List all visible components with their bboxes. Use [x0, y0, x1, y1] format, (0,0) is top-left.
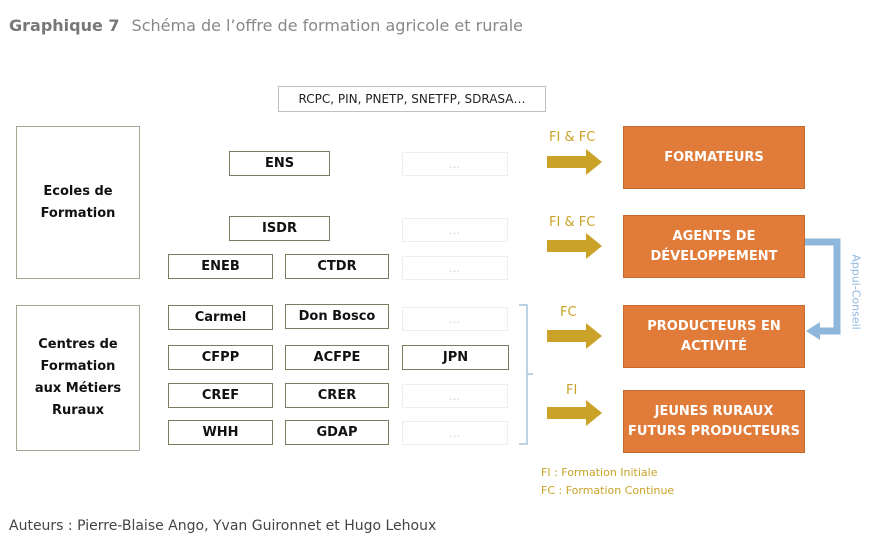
inst-jpn: JPN	[402, 345, 509, 370]
flow-arrow-agents	[547, 233, 602, 259]
standards-box: RCPC, PIN, PNETP, SNETFP, SDRASA…	[278, 86, 546, 112]
inst-cref: CREF	[168, 383, 273, 408]
inst-ens: ENS	[229, 151, 330, 176]
placeholder-box: …	[402, 421, 508, 445]
flow-arrow-jeunes	[547, 400, 602, 426]
inst-don-bosco: Don Bosco	[285, 304, 389, 329]
inst-whh: WHH	[168, 420, 273, 445]
placeholder-box: …	[402, 384, 508, 408]
placeholder-box: …	[402, 256, 508, 280]
flow-arrow-formateurs	[547, 149, 602, 175]
inst-crer: CRER	[285, 383, 389, 408]
flow-label-jeunes: FI	[566, 383, 578, 398]
inst-ctdr: CTDR	[285, 254, 389, 279]
figure-number: Graphique 7	[9, 16, 120, 35]
flow-label-agents: FI & FC	[549, 215, 596, 230]
legend-fi: FI : Formation Initiale	[541, 466, 658, 479]
flow-arrow-producteurs	[547, 323, 602, 349]
inst-cfpp: CFPP	[168, 345, 273, 370]
output-producteurs: PRODUCTEURS EN ACTIVITÉ	[623, 305, 805, 368]
inst-eneb: ENEB	[168, 254, 273, 279]
inst-acfpe: ACFPE	[285, 345, 389, 370]
output-jeunes: JEUNES RURAUX FUTURS PRODUCTEURS	[623, 390, 805, 453]
appui-conseil-label: Appui-Conseil	[849, 254, 863, 330]
figure-title: Schéma de l’offre de formation agricole …	[131, 16, 524, 35]
group-ecoles-de-formation: Ecoles de Formation	[16, 126, 140, 279]
group-centres-de-formation: Centres de Formation aux Métiers Ruraux	[16, 305, 140, 451]
appui-conseil-arrow	[805, 238, 841, 335]
placeholder-box: …	[402, 152, 508, 176]
figure-heading: Graphique 7 Schéma de l’offre de formatio…	[9, 16, 523, 35]
appui-conseil-arrowhead	[806, 322, 820, 340]
placeholder-box: …	[402, 307, 508, 331]
flow-label-producteurs: FC	[560, 305, 577, 320]
inst-isdr: ISDR	[229, 216, 330, 241]
placeholder-box: …	[402, 218, 508, 242]
inst-gdap: GDAP	[285, 420, 389, 445]
training-bracket	[519, 304, 533, 445]
authors-credit: Auteurs : Pierre-Blaise Ango, Yvan Guiro…	[9, 518, 437, 534]
inst-carmel: Carmel	[168, 305, 273, 330]
output-formateurs: FORMATEURS	[623, 126, 805, 189]
flow-label-formateurs: FI & FC	[549, 130, 596, 145]
legend-fc: FC : Formation Continue	[541, 484, 675, 497]
output-agents: AGENTS DE DÉVELOPPEMENT	[623, 215, 805, 278]
